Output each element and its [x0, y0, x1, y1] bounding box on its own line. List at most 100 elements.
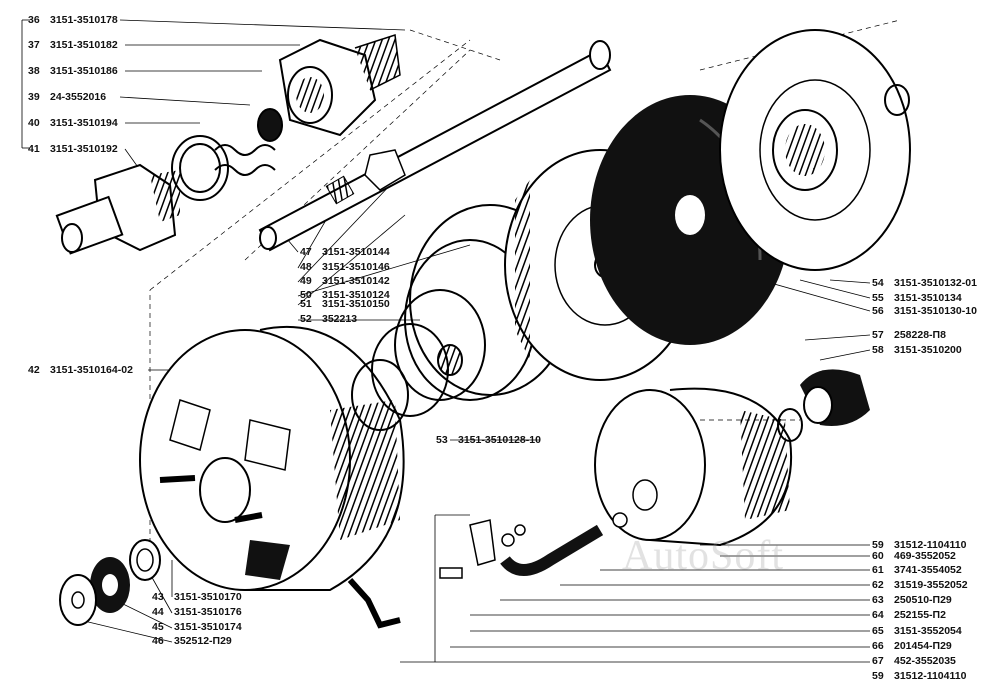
callout-number: 56 — [872, 305, 884, 317]
callout-number: 48 — [300, 261, 312, 273]
callout-number: 53 — [436, 434, 448, 446]
callout-42: 42 3151-3510164-02 — [28, 364, 133, 376]
callout-number: 43 — [152, 591, 164, 603]
callout-number: 59 — [872, 670, 884, 682]
part-number: 3151-3510174 — [174, 621, 242, 633]
part-number: 3151-3552054 — [894, 625, 962, 637]
callout-53: 53 3151-3510128-10 — [436, 434, 541, 446]
callout-number: 39 — [28, 91, 40, 103]
part-number: 3151-3510176 — [174, 606, 242, 618]
callout-50: 50 3151-3510124 — [300, 289, 390, 301]
callout-number: 49 — [300, 275, 312, 287]
part-number: 3151-3510186 — [50, 65, 118, 77]
callout-number: 54 — [872, 277, 884, 289]
watermark-text: AutoSoft — [622, 533, 785, 579]
part-number: 31512-1104110 — [894, 539, 967, 551]
part-number: 352512-П29 — [174, 635, 232, 647]
callout-number: 55 — [872, 292, 884, 304]
part-number: 3151-3510192 — [50, 143, 118, 155]
part-number: 469-3552052 — [894, 550, 956, 562]
callout-number: 36 — [28, 14, 40, 26]
callout-number: 51 — [300, 298, 312, 310]
callout-number: 50 — [300, 289, 312, 301]
callout-55: 55 3151-3510134 — [872, 292, 962, 304]
callout-45: 45 3151-3510174 — [152, 621, 242, 633]
part-number: 3151-3510128-10 — [458, 434, 541, 446]
callout-number: 52 — [300, 313, 312, 325]
part-number: 250510-П29 — [894, 594, 952, 606]
part-number: 3151-3510130-10 — [894, 305, 977, 317]
callout-49: 49 3151-3510142 — [300, 275, 390, 287]
callout-number: 59 — [872, 539, 884, 551]
part-number: 3741-3554052 — [894, 564, 962, 576]
push-rod — [258, 40, 612, 252]
part-number: 3151-3510144 — [322, 246, 390, 258]
part-number: 452-3552035 — [894, 655, 956, 667]
part-number: 3151-3510200 — [894, 344, 962, 356]
callout-60: 60 469-3552052 — [872, 550, 956, 562]
part-number: 31512-1104110 — [894, 670, 967, 682]
part-number: 3151-3510164-02 — [50, 364, 133, 376]
leader-lines — [21, 19, 871, 663]
callout-36: 36 3151-3510178 — [28, 14, 118, 26]
callout-number: 45 — [152, 621, 164, 633]
part-number: 258228-П8 — [894, 329, 946, 341]
callout-number: 61 — [872, 564, 884, 576]
callout-37: 37 3151-3510182 — [28, 39, 118, 51]
callout-57: 57 258228-П8 — [872, 329, 946, 341]
callout-number: 42 — [28, 364, 40, 376]
rear-cover — [719, 29, 911, 271]
part-number: 3151-3510124 — [322, 289, 390, 301]
callout-number: 47 — [300, 246, 312, 258]
callout-51: 51 3151-3510150 — [300, 298, 390, 310]
callout-number: 40 — [28, 117, 40, 129]
part-number: 3151-3510146 — [322, 261, 390, 273]
callout-number: 66 — [872, 640, 884, 652]
part-number: 24-3552016 — [50, 91, 107, 103]
part-number: 3151-3510142 — [322, 275, 390, 287]
part-number: 31519-3552052 — [894, 579, 968, 591]
callout-number: 58 — [872, 344, 884, 356]
callout-number: 60 — [872, 550, 884, 562]
part-number: 352213 — [322, 313, 358, 325]
callout-41: 41 3151-3510192 — [28, 143, 118, 155]
callout-number: 37 — [28, 39, 40, 51]
callout-54: 54 3151-3510132-01 — [872, 277, 977, 289]
hex-fitting — [278, 34, 401, 137]
inlet-fitting — [55, 163, 180, 255]
callout-number: 64 — [872, 609, 884, 621]
callout-number: 46 — [152, 635, 164, 647]
callout-number: 57 — [872, 329, 884, 341]
spring-group — [171, 108, 283, 201]
part-number: 3151-3510178 — [50, 14, 118, 26]
part-number: 3151-3510150 — [322, 298, 390, 310]
callout-43: 43 3151-3510170 — [152, 591, 242, 603]
part-number: 3151-3510132-01 — [894, 277, 977, 289]
callout-58: 58 3151-3510200 — [872, 344, 962, 356]
callout-61: 61 3741-3554052 — [872, 564, 962, 576]
callout-number: 41 — [28, 143, 40, 155]
callout-number: 38 — [28, 65, 40, 77]
dust-boot — [777, 369, 870, 442]
callout-38: 38 3151-3510186 — [28, 65, 118, 77]
callout-number: 44 — [152, 606, 164, 618]
part-number: 3151-3510182 — [50, 39, 118, 51]
callout-47: 47 3151-3510144 — [300, 246, 390, 258]
vacuum-hose-group — [347, 512, 628, 629]
callout-39: 39 24-3552016 — [28, 91, 106, 103]
callout-number: 67 — [872, 655, 884, 667]
front-housing — [139, 325, 405, 591]
part-number: 3151-3510134 — [894, 292, 962, 304]
part-number: 3151-3510170 — [174, 591, 242, 603]
callout-56: 56 3151-3510130-10 — [872, 305, 977, 317]
callout-59-repeat: 59 31512-1104110 — [872, 670, 966, 682]
callout-46: 46 352512-П29 — [152, 635, 232, 647]
callout-67: 67 452-3552035 — [872, 655, 956, 667]
